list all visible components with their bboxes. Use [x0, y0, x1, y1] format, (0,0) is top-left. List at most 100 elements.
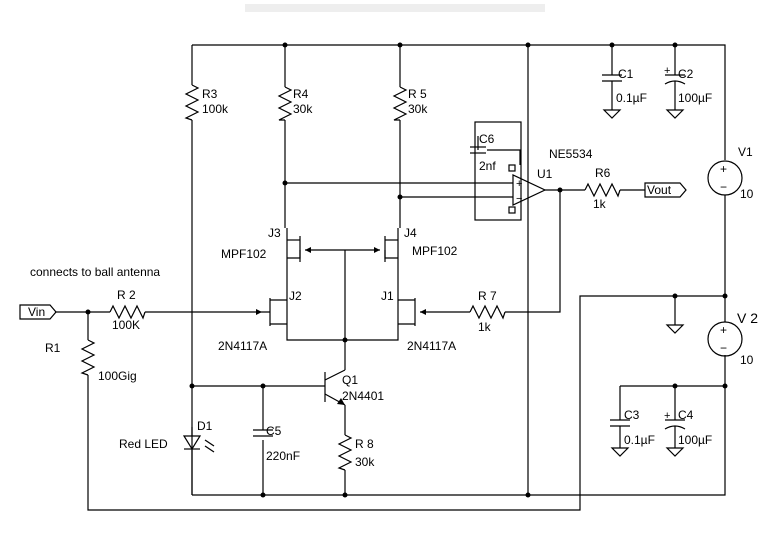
- c1-value: 0.1µF: [616, 91, 647, 105]
- capacitor-c1: [602, 74, 622, 119]
- port-vin-label: Vin: [28, 305, 45, 319]
- d1-ref: D1: [197, 419, 213, 433]
- npn-transistor-icon: [324, 369, 346, 406]
- ground-icon: [665, 447, 685, 457]
- r3-value: 100k: [202, 102, 229, 116]
- c3-value: 0.1µF: [624, 433, 655, 447]
- svg-text:−: −: [720, 341, 727, 355]
- svg-text:−: −: [516, 193, 522, 205]
- r3-ref: R3: [202, 87, 218, 101]
- port-vout: Vout: [644, 182, 687, 198]
- capacitor-c2: +: [664, 65, 686, 119]
- c2-ref: C2: [678, 67, 694, 81]
- v1-value: 10: [740, 187, 754, 201]
- c5-value: 220nF: [266, 449, 300, 463]
- svg-text:+: +: [720, 162, 727, 176]
- jfet-icon: [374, 236, 398, 262]
- r5-ref: R 5: [408, 87, 427, 101]
- jfet-j3: [287, 236, 311, 262]
- resistor-icon: [184, 84, 200, 121]
- jfet-icon: [287, 236, 311, 262]
- v2-ref: V 2: [737, 310, 758, 326]
- resistor-icon: [584, 182, 621, 198]
- wires: [55, 44, 726, 511]
- resistor-icon: [337, 434, 353, 471]
- j1-ref: J1: [381, 289, 394, 303]
- svg-text:−: −: [720, 180, 727, 194]
- capacitor-c5: [253, 429, 273, 437]
- capacitor-icon: [470, 146, 486, 154]
- r1-ref: R1: [45, 341, 61, 355]
- capacitor-c4: +: [664, 410, 686, 457]
- capacitor-icon: [602, 74, 622, 110]
- voltage-source-icon: + −: [707, 321, 743, 357]
- j4-ref: J4: [404, 226, 417, 240]
- r5-value: 30k: [408, 102, 428, 116]
- c1-ref: C1: [618, 67, 634, 81]
- resistor-icon: [469, 304, 506, 320]
- q1-ref: Q1: [342, 373, 358, 387]
- j4-type: MPF102: [412, 244, 458, 258]
- j1-type: 2N4117A: [407, 339, 456, 353]
- c2-value: 100µF: [678, 91, 712, 105]
- j3-type: MPF102: [221, 247, 267, 261]
- c3-ref: C3: [624, 408, 640, 422]
- ground-near-v2: [665, 324, 685, 334]
- jfet-icon: [256, 298, 287, 326]
- resistor-r6: [584, 182, 621, 198]
- resistor-r2: [109, 304, 146, 320]
- voltage-source-v1: + −: [707, 160, 743, 196]
- u1-type: NE5534: [549, 147, 593, 161]
- header-smudge: [245, 4, 545, 12]
- capacitor-icon: [610, 419, 630, 448]
- j2-type: 2N4117A: [218, 339, 267, 353]
- capacitor-icon: [253, 429, 273, 437]
- j2-ref: J2: [289, 289, 302, 303]
- r4-value: 30k: [293, 102, 313, 116]
- c4-ref: C4: [678, 408, 694, 422]
- c4-value: 100µF: [678, 433, 712, 447]
- resistor-r4: [277, 86, 293, 121]
- r8-ref: R 8: [355, 437, 374, 451]
- jfet-icon: [398, 298, 426, 326]
- led-icon: [182, 435, 215, 495]
- resistor-r7: [469, 304, 506, 320]
- voltage-source-v2: + −: [707, 321, 743, 357]
- r2-value: 100K: [112, 318, 140, 332]
- antenna-note: connects to ball antenna: [30, 265, 160, 279]
- resistor-r3: [184, 84, 200, 121]
- r6-ref: R6: [595, 166, 611, 180]
- v2-value: 10: [740, 353, 754, 367]
- svg-text:+: +: [664, 65, 670, 77]
- npn-transistor-q1: [324, 369, 346, 406]
- r4-ref: R4: [293, 87, 309, 101]
- resistor-icon: [277, 86, 293, 121]
- resistor-icon: [109, 304, 146, 320]
- r7-ref: R 7: [478, 289, 497, 303]
- c5-ref: C5: [266, 424, 282, 438]
- resistor-icon: [392, 86, 408, 121]
- r6-value: 1k: [593, 197, 607, 211]
- voltage-source-icon: + −: [707, 160, 743, 196]
- c6-value: 2nf: [479, 159, 496, 173]
- jfet-j2: [256, 298, 287, 326]
- ground-icon: [665, 324, 685, 334]
- port-vout-label: Vout: [647, 183, 672, 197]
- labels: connects to ball antenna R3 100k R4 30k …: [30, 67, 758, 469]
- jfet-j1: [398, 298, 426, 326]
- j3-ref: J3: [268, 226, 281, 240]
- capacitor-c3: [610, 419, 630, 457]
- ground-icon: [610, 447, 630, 457]
- resistor-icon: [80, 339, 96, 376]
- capacitor-c6: [470, 121, 522, 221]
- r8-value: 30k: [355, 455, 375, 469]
- q1-type: 2N4401: [342, 389, 384, 403]
- r2-ref: R 2: [117, 288, 136, 302]
- u1-ref: U1: [537, 167, 553, 181]
- r7-value: 1k: [478, 320, 492, 334]
- resistor-r1: [80, 339, 96, 376]
- v1-ref: V1: [738, 145, 753, 159]
- ground-icon: [602, 109, 622, 119]
- ground-icon: [665, 109, 685, 119]
